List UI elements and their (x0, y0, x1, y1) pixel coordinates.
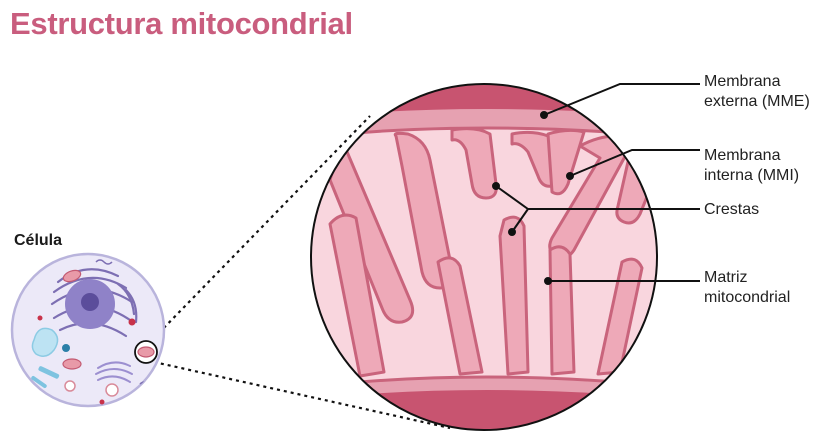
label-matrix: Matriz mitocondrial (704, 268, 790, 308)
label-outer-membrane: Membrana externa (MME) (704, 72, 810, 112)
cell (12, 254, 164, 406)
highlighted-mitochondrion-icon (138, 347, 154, 357)
cell-mitochondrion-icon (63, 359, 81, 369)
magnified-mitochondrion (300, 84, 680, 432)
centrosome-icon (62, 344, 70, 352)
nucleolus (81, 293, 99, 311)
label-cristae: Crestas (704, 200, 759, 220)
label-inner-membrane: Membrana interna (MMI) (704, 146, 799, 186)
